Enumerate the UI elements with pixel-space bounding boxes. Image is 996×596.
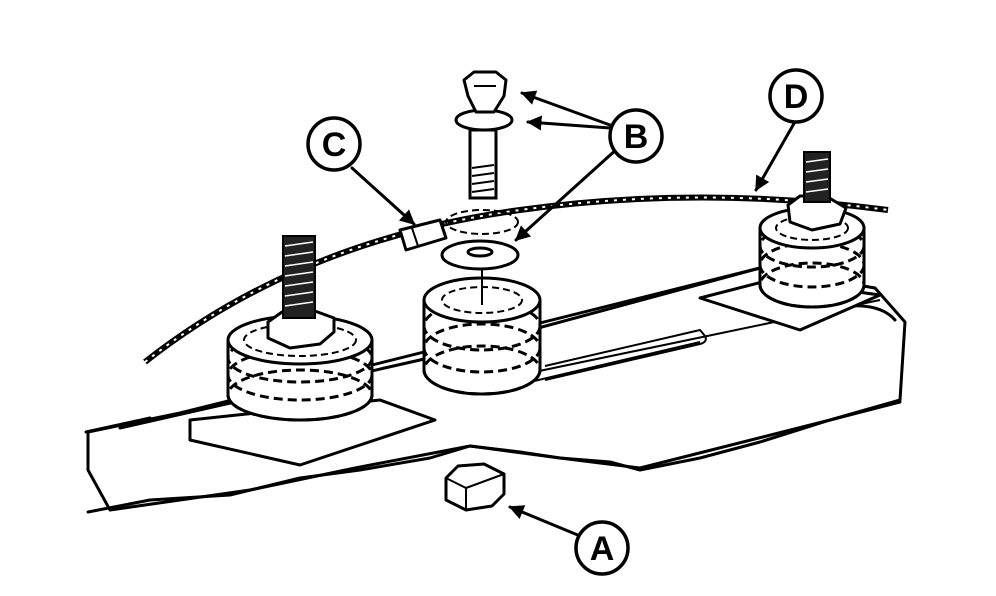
callout-b-label: B [624, 118, 649, 156]
callout-b: B [608, 108, 664, 164]
callout-leaders [350, 90, 798, 540]
hex-nut-a [444, 462, 506, 512]
callout-d: D [768, 68, 824, 124]
callout-c-label: C [322, 126, 347, 164]
callout-d-label: D [784, 78, 809, 116]
callout-a: A [574, 520, 630, 576]
callout-c: C [306, 116, 362, 172]
bolt-and-washer-b [440, 70, 520, 271]
right-isolator-mount [698, 151, 882, 332]
cable-connector-c [398, 218, 448, 252]
left-isolator-mount [188, 235, 437, 467]
center-isolator-mount [422, 265, 542, 396]
cable-d [143, 194, 889, 365]
callout-a-label: A [590, 530, 615, 568]
